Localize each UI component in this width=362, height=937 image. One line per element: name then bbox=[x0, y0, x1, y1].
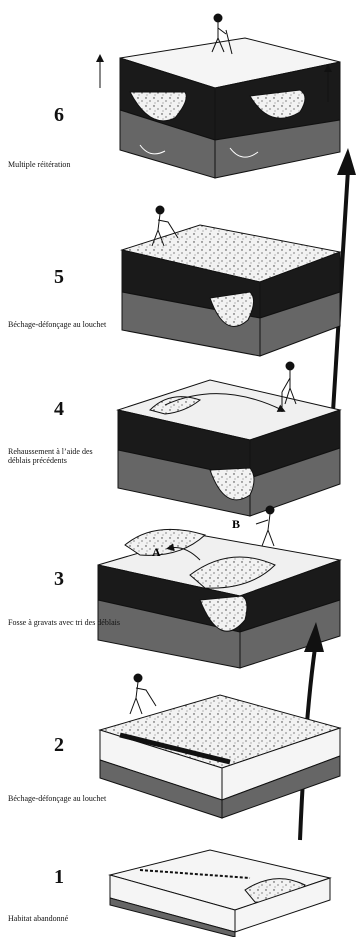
step-number-2: 2 bbox=[54, 734, 64, 757]
step-caption-4: Rehaussement à l’aide des déblais précéd… bbox=[8, 447, 108, 465]
step-caption-1: Habitat abandonné bbox=[8, 914, 68, 923]
block-6 bbox=[100, 38, 340, 178]
worker-figure-2 bbox=[130, 674, 156, 714]
block-3 bbox=[98, 529, 340, 668]
step-number-1: 1 bbox=[54, 866, 64, 889]
step-number-5: 5 bbox=[54, 266, 64, 289]
step-caption-6: Multiple réitération bbox=[8, 160, 70, 169]
step-caption-3: Fosse à gravats avec tri des déblais bbox=[8, 618, 120, 627]
label-b: B bbox=[232, 517, 240, 531]
step-caption-2: Béchage-défonçage au louchet bbox=[8, 794, 106, 803]
block-1 bbox=[110, 850, 330, 937]
step-number-4: 4 bbox=[54, 398, 64, 421]
block-5 bbox=[122, 225, 340, 356]
block-2 bbox=[100, 695, 340, 818]
step-number-3: 3 bbox=[54, 568, 64, 591]
step-caption-5: Béchage-défonçage au louchet bbox=[8, 320, 106, 329]
label-a: A bbox=[152, 545, 161, 559]
block-4 bbox=[118, 380, 340, 516]
step-number-6: 6 bbox=[54, 104, 64, 127]
